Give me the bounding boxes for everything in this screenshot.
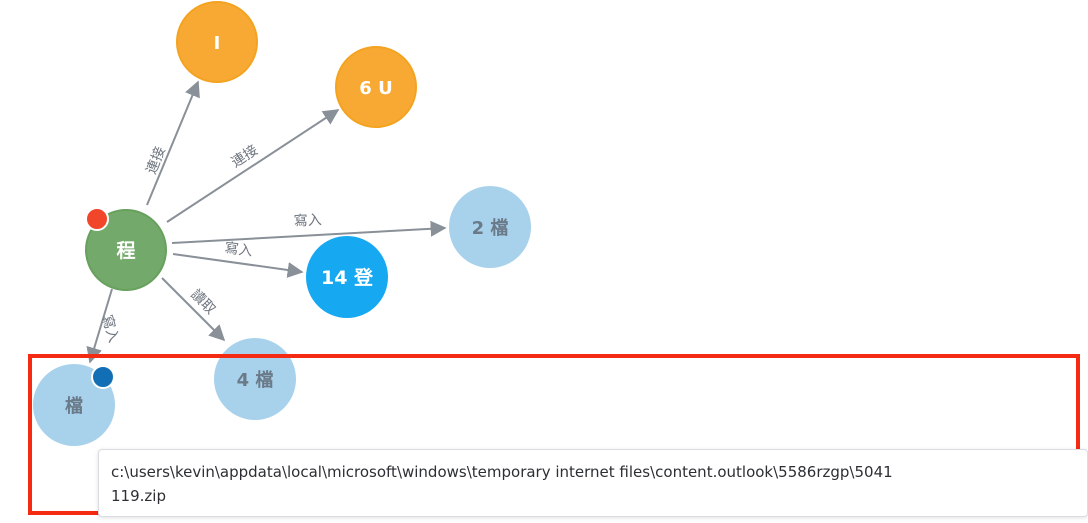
node-file-2[interactable]: 2 檔 (449, 186, 531, 268)
node-registry-14-label: 14 登 (321, 266, 374, 289)
node-host-i[interactable]: I (176, 1, 258, 83)
node-host-i-label: I (214, 33, 221, 54)
edge-label-write-2: 寫入 (224, 239, 254, 259)
node-registry-14[interactable]: 14 登 (306, 236, 388, 318)
edge-process-to-host-i (146, 80, 200, 206)
node-process[interactable]: 程 (85, 207, 167, 291)
tooltip-path-line-1: c:\users\kevin\appdata\local\microsoft\w… (111, 463, 893, 481)
edge-process-to-file-4 (161, 277, 226, 342)
node-host-6u[interactable]: 6 U (335, 46, 417, 128)
node-process-label: 程 (116, 240, 135, 262)
node-file-bottom-label: 檔 (65, 395, 83, 417)
node-file-4[interactable]: 4 檔 (214, 338, 296, 420)
file-path-tooltip: c:\users\kevin\appdata\local\microsoft\w… (98, 449, 1088, 517)
edge-process-to-registry-14 (172, 253, 304, 278)
edge-process-to-host-6u (166, 109, 340, 223)
node-file-2-label: 2 檔 (472, 217, 509, 239)
tooltip-path-line-2: 119.zip (111, 487, 166, 505)
node-file-4-label: 4 檔 (237, 369, 274, 391)
edge-label-connect-2: 連接 (228, 141, 261, 171)
alert-badge-icon (85, 207, 109, 231)
edge-label-write-3: 寫入 (98, 313, 122, 345)
node-file-bottom[interactable]: 檔 (33, 364, 115, 446)
edge-label-write-1: 寫入 (293, 211, 322, 229)
edge-process-to-file-bottom (86, 288, 113, 364)
edge-label-read: 讀取 (187, 287, 218, 318)
info-badge-icon (91, 365, 115, 389)
node-host-6u-label: 6 U (359, 78, 392, 99)
edge-process-to-file-2 (171, 220, 447, 244)
